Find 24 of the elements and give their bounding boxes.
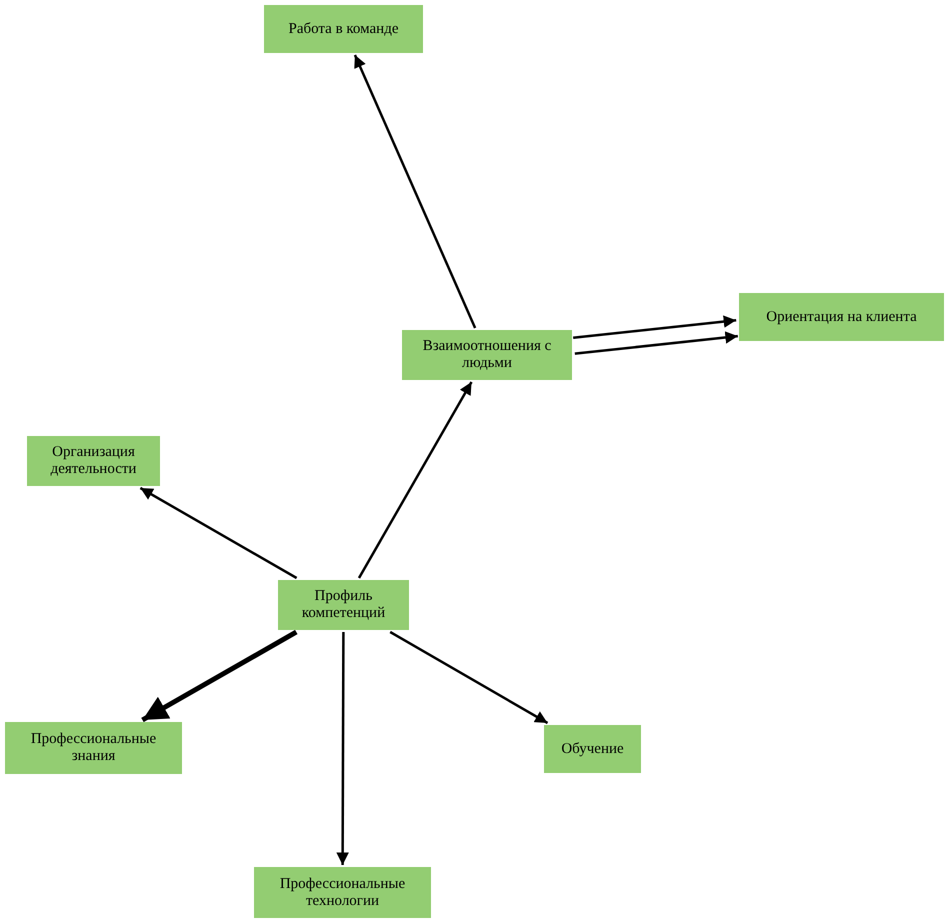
process-box	[264, 5, 423, 53]
node-label: Взаимоотношения с людьми	[422, 338, 552, 372]
arrow	[358, 381, 473, 579]
node-label: Профессиональные технологии	[278, 876, 406, 910]
arrow	[141, 630, 298, 722]
node-label: Профессиональные знания	[30, 731, 158, 765]
process-box	[544, 725, 641, 773]
arrow	[573, 315, 736, 339]
process-box	[27, 436, 160, 486]
arrow	[574, 331, 738, 355]
node-label: Организация деятельности	[50, 444, 138, 478]
process-box	[739, 293, 944, 341]
node-label: Профиль компетенций	[300, 588, 386, 622]
process-box	[402, 330, 572, 380]
arrow	[140, 486, 298, 580]
process-box	[254, 867, 431, 918]
node-label: Обучение	[561, 740, 624, 758]
process-box	[5, 722, 182, 774]
arrow	[354, 54, 476, 328]
process-box	[278, 580, 409, 630]
node-label: Работа в команде	[288, 20, 399, 38]
arrow	[390, 630, 548, 724]
arrow	[336, 632, 349, 865]
node-label: Ориентация на клиента	[766, 308, 917, 326]
